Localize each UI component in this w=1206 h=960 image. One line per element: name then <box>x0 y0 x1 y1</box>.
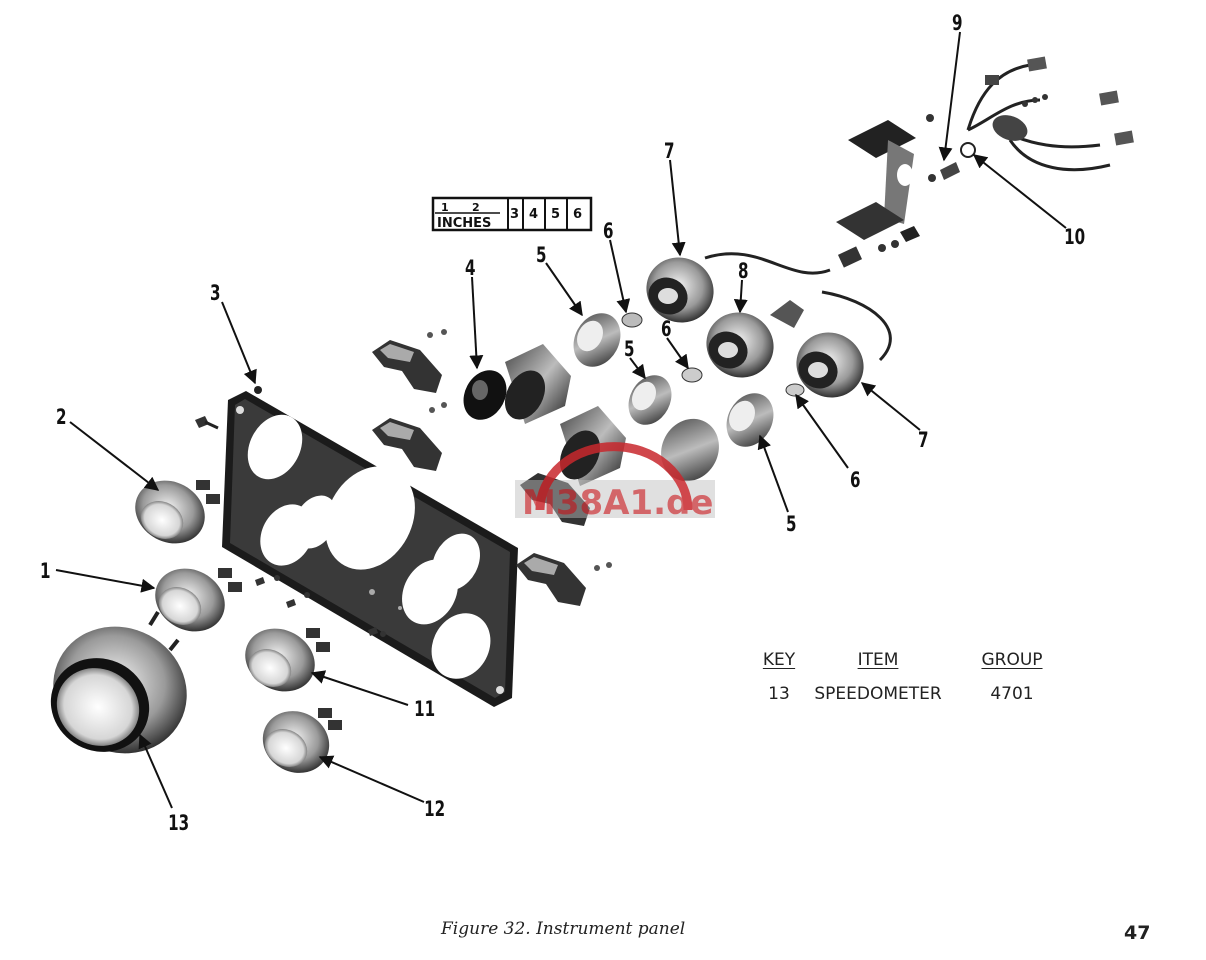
scale-ruler: 1 2 3 4 5 6 INCHES <box>431 196 593 232</box>
callout-7-top: 7 <box>664 140 675 164</box>
switch-bracket <box>836 114 976 240</box>
figure-caption: Figure 32. Instrument panel <box>441 919 686 939</box>
callout-13: 13 <box>168 812 189 836</box>
speedometer <box>50 610 187 754</box>
item-cell: SPEEDOMETER <box>814 684 942 704</box>
right-gauges <box>646 226 920 398</box>
callout-5-top: 5 <box>536 244 547 268</box>
callout-8: 8 <box>738 260 749 284</box>
instrument-panel-plate <box>222 391 518 707</box>
callout-7-right: 7 <box>918 429 929 453</box>
leader-lines <box>55 31 1067 809</box>
ruler-unit-label: INCHES <box>437 216 491 231</box>
ruler-number-2: 2 <box>472 201 480 214</box>
callout-9: 9 <box>952 12 963 36</box>
callout-3: 3 <box>210 282 221 306</box>
callout-12: 12 <box>424 798 445 822</box>
table-row: 13 SPEEDOMETER 4701 <box>754 684 1072 704</box>
ruler-number-1: 1 <box>441 201 449 214</box>
ruler-number-4: 4 <box>529 207 538 222</box>
callout-5-middle: 5 <box>624 338 635 362</box>
callout-11: 11 <box>414 698 435 722</box>
callout-labels: 2 1 3 4 5 6 7 8 5 6 9 10 7 6 5 11 12 13 <box>40 12 1085 836</box>
mounting-brackets <box>372 329 612 606</box>
page-number: 47 <box>1124 922 1151 944</box>
left-gauges <box>135 480 342 773</box>
ruler-number-5: 5 <box>551 207 560 222</box>
callout-6-top: 6 <box>603 220 614 244</box>
wiring-harness <box>966 56 1134 172</box>
ruler-number-6: 6 <box>573 207 582 222</box>
watermark: M38A1.de <box>515 442 715 523</box>
callout-1: 1 <box>40 560 51 584</box>
ruler-number-3: 3 <box>510 207 519 222</box>
key-cell: 13 <box>768 684 790 704</box>
callout-2: 2 <box>56 406 67 430</box>
callout-5-bottom: 5 <box>786 513 797 537</box>
group-cell: 4701 <box>990 684 1034 704</box>
callout-10: 10 <box>1064 226 1085 250</box>
callout-6-middle: 6 <box>661 318 672 342</box>
callout-6-bottom: 6 <box>850 469 861 493</box>
key-header: KEY <box>762 650 796 670</box>
panel-hardware <box>195 386 386 637</box>
watermark-text: M38A1.de <box>522 483 713 523</box>
item-header: ITEM <box>857 650 899 670</box>
group-header: GROUP <box>981 650 1043 670</box>
key-table-header-row: KEY ITEM GROUP <box>754 650 1072 684</box>
callout-4: 4 <box>465 257 476 281</box>
key-table: KEY ITEM GROUP 13 SPEEDOMETER 4701 <box>754 650 1072 704</box>
